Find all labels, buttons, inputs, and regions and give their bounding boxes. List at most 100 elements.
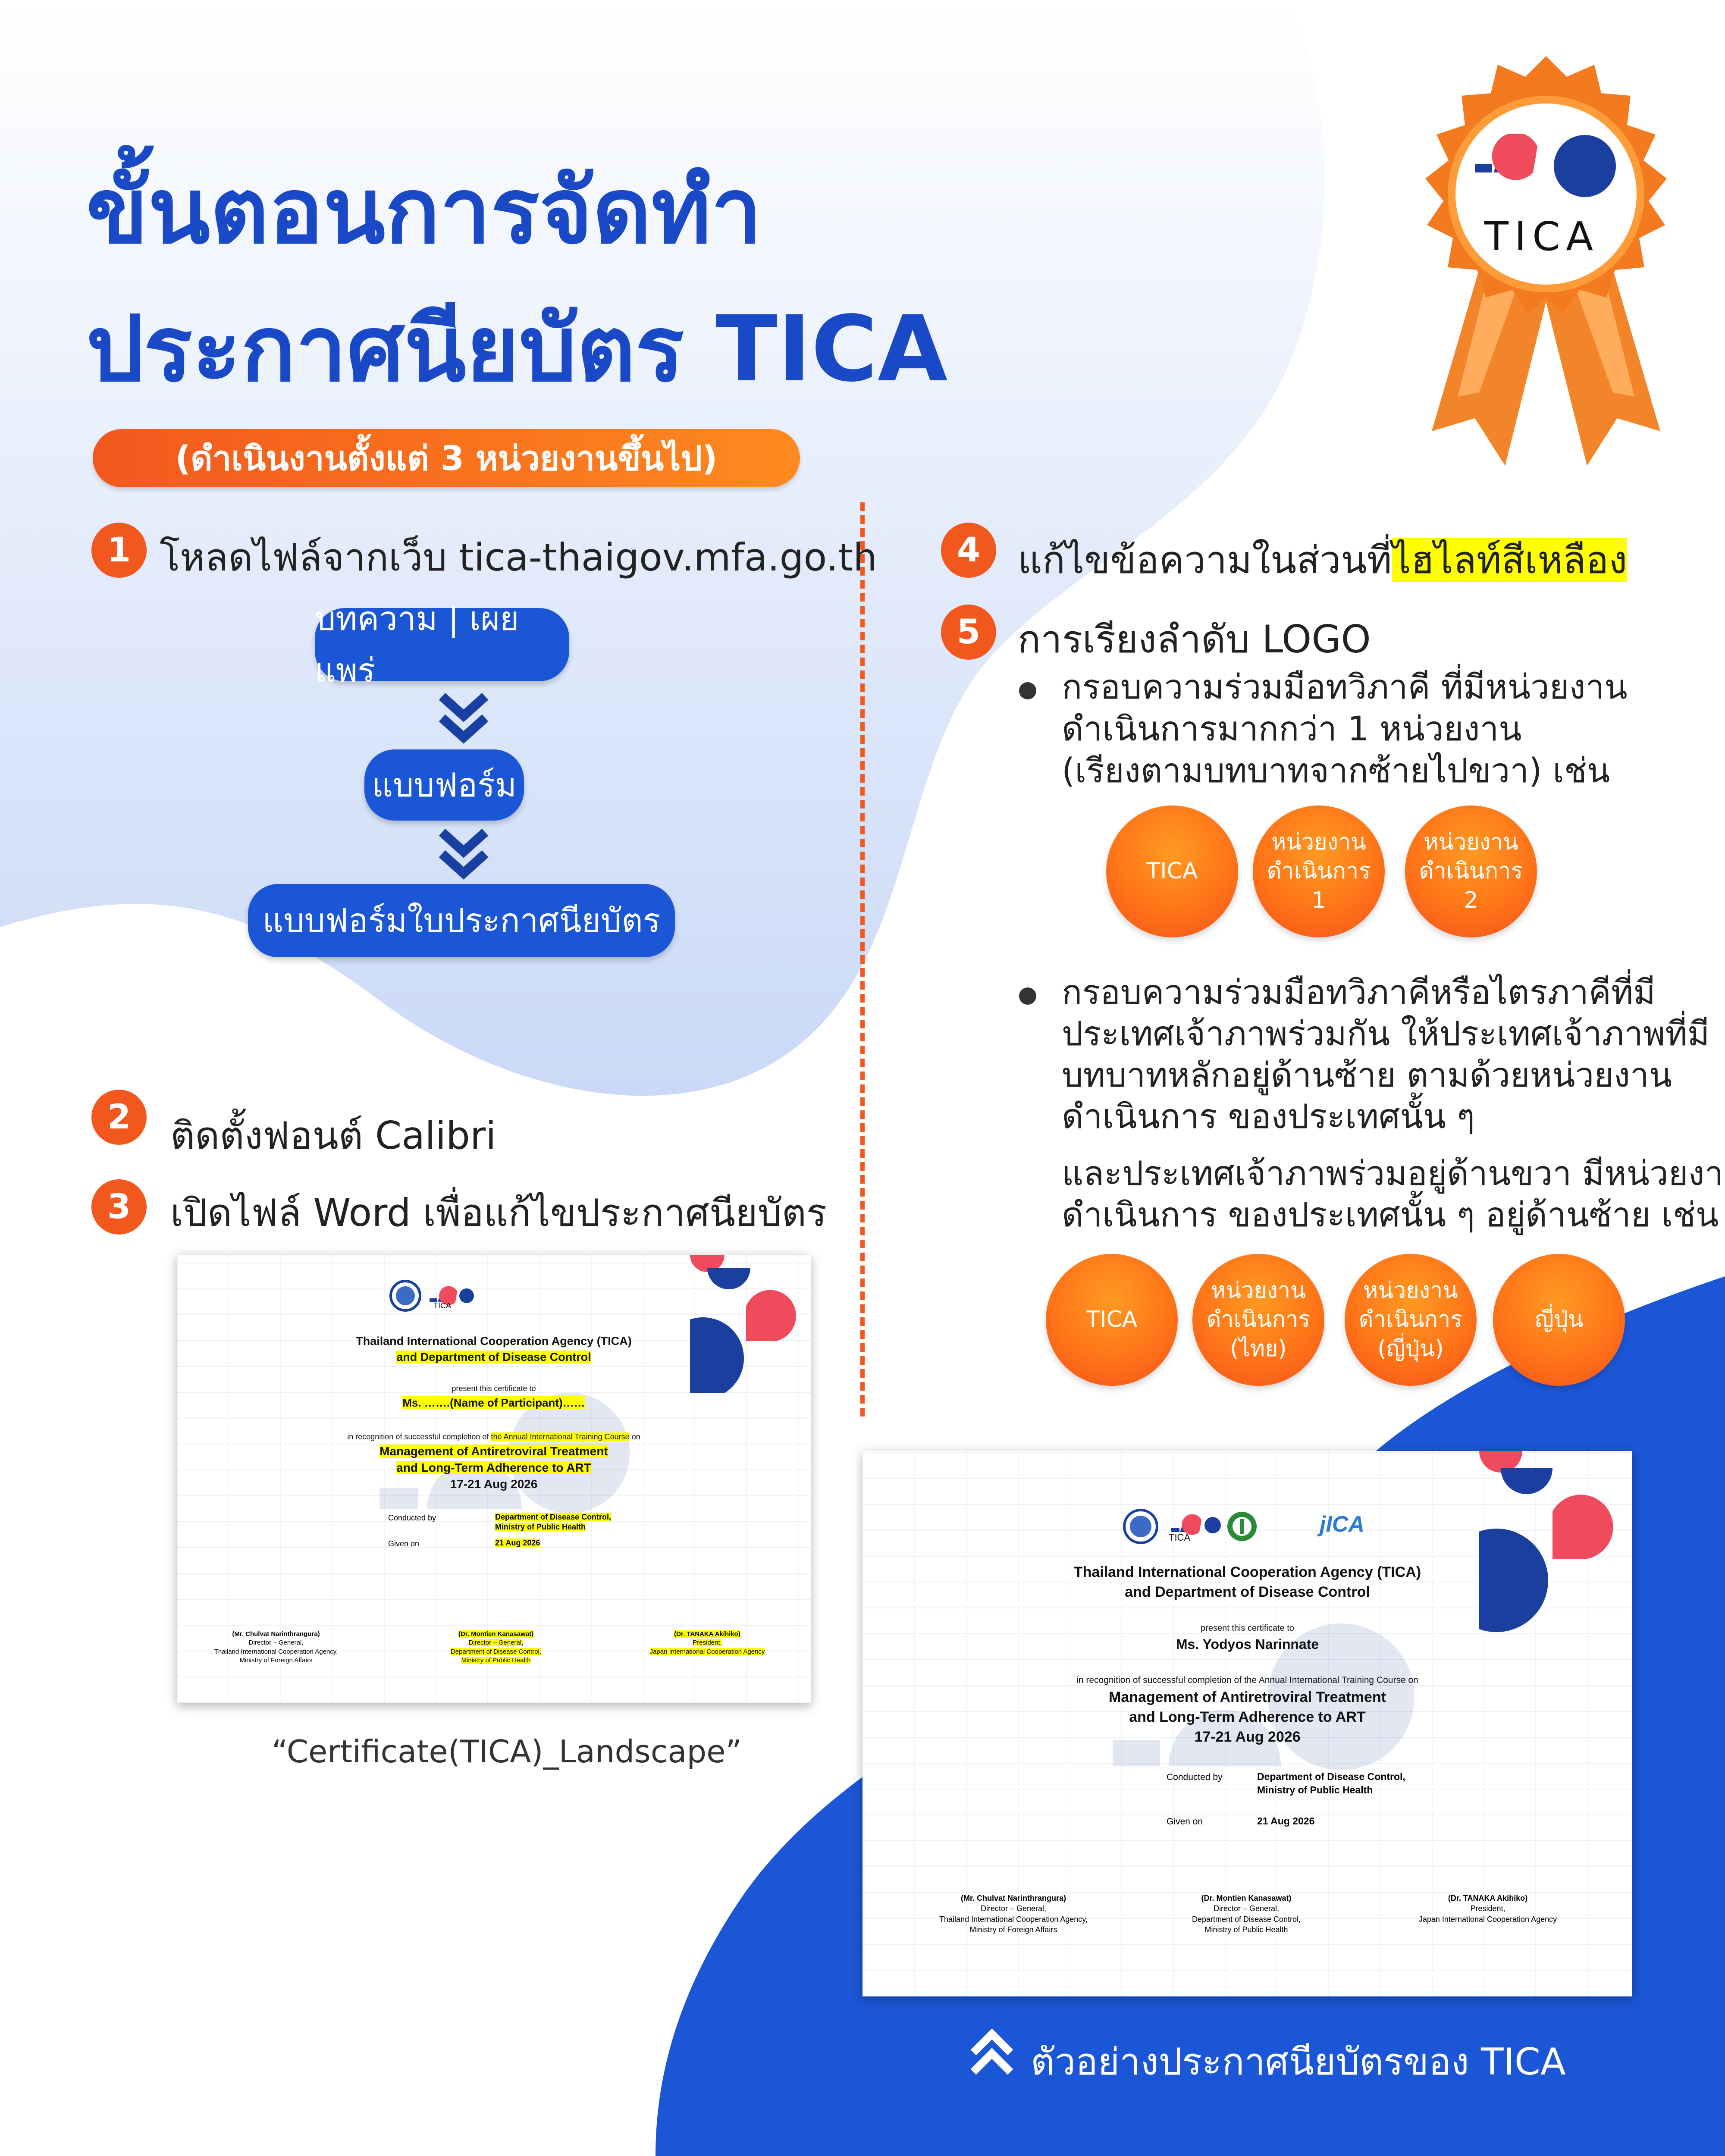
- cert-given-value-text[interactable]: 21 Aug 2026: [495, 1539, 540, 1547]
- step-3-text: เปิดไฟล์ Word เพื่อแก้ไขประกาศนียบัตร: [170, 1191, 827, 1235]
- sig-line[interactable]: Director – General,: [468, 1639, 524, 1647]
- sig-line: Director – General,: [248, 1639, 304, 1647]
- step-2-text: ติดตั้งฟอนต์ Calibri: [170, 1113, 496, 1158]
- orb-label: ดำเนินการ: [1358, 1307, 1463, 1333]
- cert-logo-text: TICA: [1169, 1532, 1191, 1543]
- orb-label: หน่วยงาน: [1424, 829, 1518, 855]
- bullet-2: [1019, 987, 1036, 1005]
- sig-name: (Mr. Chulvat Narinthrangura): [960, 1894, 1066, 1902]
- cert-date: 17-21 Aug 2026: [1194, 1729, 1301, 1745]
- cert-signature-2: (Dr. Montien Kanasawat)Director – Genera…: [410, 1630, 582, 1665]
- cert-course-line2: and Long-Term Adherence to ART: [177, 1461, 811, 1475]
- orb-label: หน่วยงาน: [1211, 1277, 1306, 1304]
- cert-given-label: Given on: [1167, 1817, 1203, 1827]
- cert-signature-3: (Dr. TANAKA Akihiko)President,Japan Inte…: [612, 1630, 802, 1656]
- sig-line: Director – General,: [980, 1904, 1047, 1913]
- cert-conducted-value: Department of Disease Control, Ministry o…: [495, 1512, 612, 1532]
- chevron-down-icon: [439, 828, 489, 880]
- logo-order-tica: TICA: [1106, 805, 1238, 937]
- orb-label: ดำเนินการ: [1419, 858, 1523, 884]
- cert-date: 17-21 Aug 2026: [450, 1477, 538, 1491]
- bullet-1-line3: (เรียงตามบทบาทจากซ้ายไปขวา) เช่น: [1062, 752, 1610, 790]
- sig-line: Department of Disease Control,: [1192, 1915, 1301, 1924]
- orb-label: หน่วยงาน: [1271, 829, 1366, 855]
- flow-form-button[interactable]: แบบฟอร์ม: [364, 749, 524, 821]
- orb-label: 2: [1464, 887, 1478, 913]
- orb-label: (ไทย): [1230, 1335, 1287, 1362]
- cert-given-value: 21 Aug 2026: [1257, 1815, 1315, 1827]
- sig-line: Ministry of Foreign Affairs: [239, 1656, 313, 1664]
- logo-order-agency-2: หน่วยงานดำเนินการ 2: [1405, 805, 1537, 937]
- sig-line: Thailand International Cooperation Agenc…: [939, 1915, 1088, 1924]
- step-5-text: การเรียงลำดับ LOGO: [1018, 617, 1371, 661]
- certificate-example-preview[interactable]: TICA jICA Thailand International Coopera…: [862, 1451, 1632, 1996]
- sig-name[interactable]: (Dr. Montien Kanasawat): [458, 1630, 534, 1638]
- sig-line: Japan International Cooperation Agency: [1418, 1915, 1557, 1924]
- sig-line[interactable]: Japan International Cooperation Agency: [649, 1648, 765, 1655]
- page-title-line1: ขั้นตอนการจัดทำ: [86, 158, 762, 264]
- cert-recognition: in recognition of successful completion …: [177, 1432, 811, 1442]
- cert-given-value: 21 Aug 2026: [495, 1539, 540, 1548]
- orb-label: ดำเนินการ: [1267, 858, 1371, 884]
- step-5-number: 5: [941, 605, 996, 660]
- logo-order-agency-thai: หน่วยงานดำเนินการ(ไทย): [1192, 1254, 1324, 1386]
- orb-label: 1: [1311, 887, 1326, 913]
- sig-name[interactable]: (Dr. TANAKA Akihiko): [674, 1630, 740, 1638]
- certificate-template-preview[interactable]: TICA Thailand International Cooperation …: [177, 1255, 811, 1703]
- cert-logo-text: TICA: [433, 1301, 452, 1310]
- sig-line: President,: [1470, 1904, 1505, 1913]
- step-3-number: 3: [91, 1179, 147, 1235]
- logo-order-tica-2: TICA: [1046, 1254, 1178, 1386]
- cert-participant-name-text[interactable]: Ms. …….(Name of Participant)……: [402, 1396, 585, 1409]
- sig-line[interactable]: Ministry of Public Health: [461, 1656, 531, 1664]
- cert-course-line2: and Long-Term Adherence to ART: [1129, 1709, 1366, 1725]
- watermark-logo-icon: [1113, 1623, 1414, 1770]
- flow-articles-button[interactable]: บทความ | เผยแพร่: [315, 599, 569, 689]
- decor-circles-icon: [690, 1255, 796, 1393]
- cert-conducted-value: Department of Disease Control, Ministry o…: [1257, 1770, 1405, 1797]
- bullet-2-line4: ดำเนินการ ของประเทศนั้น ๆ: [1062, 1097, 1475, 1136]
- badge-logo-text: TICA: [1484, 213, 1600, 260]
- bullet-2b-line2: ดำเนินการ ของประเทศนั้น ๆ อยู่ด้านซ้าย เ…: [1062, 1196, 1719, 1235]
- cert-org-line2: and Department of Disease Control: [177, 1351, 811, 1364]
- cert-course-line1: Management of Antiretroviral Treatment: [1109, 1689, 1386, 1705]
- chevron-down-icon: [439, 693, 489, 744]
- cert-present: present this certificate to: [1201, 1623, 1294, 1633]
- step-4-highlight: ไฮไลท์สีเหลือง: [1392, 538, 1628, 582]
- cert-conducted-value2: Ministry of Public Health: [1257, 1784, 1373, 1796]
- cert-conducted-value1[interactable]: Department of Disease Control,: [495, 1513, 612, 1521]
- cert-course-line1: Management of Antiretroviral Treatment: [177, 1445, 811, 1458]
- cert-present: present this certificate to: [452, 1384, 536, 1393]
- cert-org-line2-text[interactable]: and Department of Disease Control: [396, 1351, 591, 1363]
- cert-org-line1: Thailand International Cooperation Agenc…: [1073, 1564, 1421, 1580]
- cert-recognition-highlight[interactable]: the Annual International Training Course: [491, 1432, 630, 1441]
- cert-emblems-icon: [389, 1280, 474, 1312]
- sig-line[interactable]: President,: [693, 1639, 722, 1647]
- cert-recognition: in recognition of successful completion …: [1076, 1675, 1418, 1685]
- cert-signature-1: (Mr. Chulvat Narinthrangura) Director – G…: [914, 1893, 1113, 1935]
- cert-conducted-value1: Department of Disease Control,: [1257, 1771, 1405, 1782]
- orb-label: ดำเนินการ: [1206, 1307, 1311, 1333]
- step-2-number: 2: [91, 1090, 147, 1145]
- cert-template-caption: “Certificate(TICA)_Landscape”: [272, 1733, 742, 1770]
- bullet-1-line2: ดำเนินการมากกว่า 1 หน่วยงาน: [1062, 710, 1522, 749]
- step-4-text-prefix: แก้ไขข้อความในส่วนที่: [1018, 538, 1392, 582]
- tica-logo: [1473, 132, 1619, 198]
- cert-course-line1-text[interactable]: Management of Antiretroviral Treatment: [380, 1445, 608, 1458]
- page-title-line2: ประกาศนียบัตร TICA: [86, 296, 948, 402]
- step-4-text: แก้ไขข้อความในส่วนที่ไฮไลท์สีเหลือง: [1018, 530, 1628, 590]
- sig-line: Ministry of Public Health: [1204, 1925, 1288, 1934]
- cert-signature-1: (Mr. Chulvat Narinthrangura)Director – G…: [190, 1630, 362, 1665]
- cert-participant-name: Ms. Yodyos Narinnate: [1176, 1636, 1319, 1652]
- cert-org-line2: and Department of Disease Control: [1125, 1584, 1370, 1600]
- sig-line[interactable]: Department of Disease Control,: [450, 1648, 542, 1655]
- cert-conducted-value2[interactable]: Ministry of Public Health: [495, 1523, 586, 1532]
- cert-course-line2-text[interactable]: and Long-Term Adherence to ART: [396, 1461, 591, 1474]
- step-1-number: 1: [91, 523, 147, 578]
- step-4-number: 4: [941, 523, 996, 578]
- logo-order-agency-japan: หน่วยงานดำเนินการ(ญี่ปุ่น): [1345, 1254, 1477, 1386]
- sig-line: Ministry of Foreign Affairs: [969, 1925, 1057, 1934]
- decor-circles-icon: [1479, 1451, 1613, 1632]
- flow-certificate-form-button[interactable]: แบบฟอร์มใบประกาศนียบัตร: [248, 884, 675, 957]
- orb-label: ญี่ปุ่น: [1534, 1307, 1584, 1333]
